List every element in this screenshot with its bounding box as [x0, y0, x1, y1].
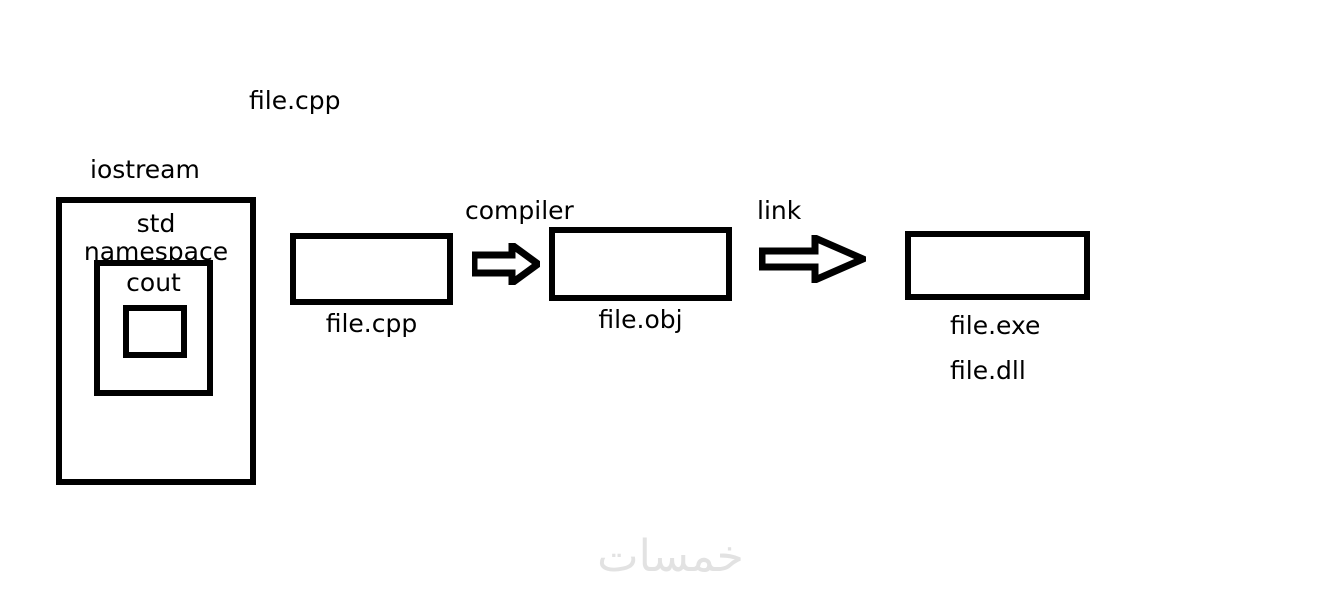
cout-label: cout — [126, 268, 181, 297]
output-file-box — [905, 231, 1090, 300]
diagram-title-label: file.cpp — [249, 86, 341, 115]
output-exe-caption: file.exe — [950, 311, 1041, 340]
block-arrow-right-icon — [470, 238, 544, 290]
watermark-text: خمسات — [597, 531, 744, 582]
source-file-caption: file.cpp — [325, 309, 418, 338]
compiler-arrow-label: compiler — [465, 196, 574, 225]
object-file-box — [549, 227, 732, 301]
iostream-container-box — [56, 197, 256, 485]
source-file-box — [290, 233, 453, 305]
link-arrow-label: link — [757, 196, 802, 225]
block-arrow-right-icon — [758, 232, 872, 286]
iostream-header-label: iostream — [90, 155, 200, 184]
std-namespace-label: std namespace — [83, 209, 229, 266]
output-dll-caption: file.dll — [950, 356, 1026, 385]
object-file-caption: file.obj — [598, 305, 683, 334]
cout-box — [123, 305, 187, 358]
